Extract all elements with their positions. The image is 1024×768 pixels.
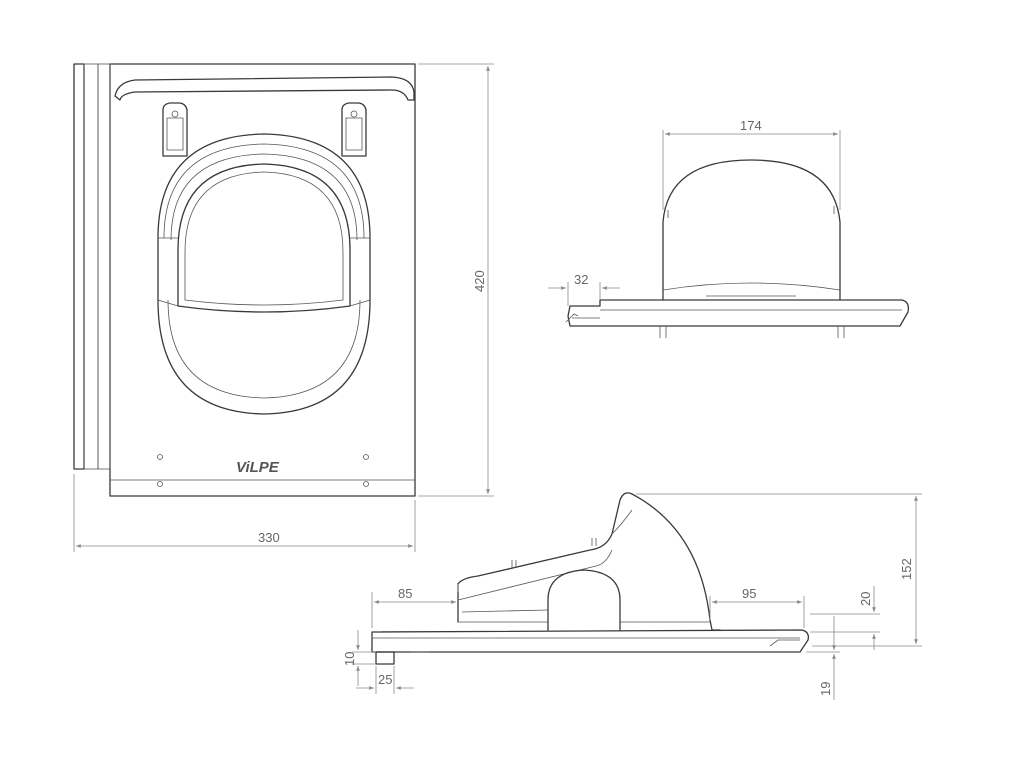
front-hole: [363, 481, 369, 487]
side-hood-arch: [547, 569, 621, 631]
front-hole: [157, 454, 163, 460]
end-hood-dome: [662, 159, 841, 301]
dim-side-left: 85: [371, 584, 459, 628]
front-hole: [157, 481, 163, 487]
dim-label-95: 95: [742, 586, 756, 601]
dim-front-height: 420: [418, 63, 494, 497]
dim-label-174: 174: [740, 118, 762, 133]
dim-front-width: 330: [73, 474, 416, 552]
front-bracket-right: [341, 102, 367, 157]
dim-label-330: 330: [258, 530, 280, 545]
dim-bottom-drop: 19: [806, 616, 840, 700]
dim-label-25: 25: [378, 672, 392, 687]
front-left-strip: [73, 63, 85, 470]
front-hole: [363, 454, 369, 460]
dim-hood-width: 174: [662, 118, 841, 210]
front-top-handle: [114, 76, 415, 101]
front-hood-opening: [177, 163, 351, 313]
end-pins: [659, 326, 845, 338]
dim-label-20: 20: [858, 592, 873, 606]
dim-label-32: 32: [574, 272, 588, 287]
dim-label-19: 19: [818, 682, 833, 696]
end-base-plate: [567, 299, 910, 327]
dim-side-height: 152: [636, 493, 922, 647]
dim-side-right: 95: [709, 586, 805, 628]
end-view: [565, 159, 910, 338]
dim-edge-offset: 32: [548, 272, 620, 306]
dim-foot-width: 25: [356, 666, 414, 694]
dim-foot-height: 10: [342, 630, 376, 686]
side-base-plate: [371, 629, 810, 653]
brand-logo: ViLPE: [236, 459, 280, 476]
dim-plate-step: 20: [810, 586, 880, 650]
dim-label-10: 10: [342, 652, 357, 666]
front-plate-outline: [109, 63, 416, 497]
side-hood-body: [457, 492, 721, 631]
side-view: [371, 492, 810, 665]
front-hood-outer: [157, 133, 371, 415]
side-foot: [375, 651, 395, 665]
dim-label-420: 420: [472, 270, 487, 292]
front-view: ViLPE: [73, 63, 416, 497]
dim-label-152: 152: [899, 558, 914, 580]
front-bracket-left: [162, 102, 188, 157]
dim-label-85: 85: [398, 586, 412, 601]
